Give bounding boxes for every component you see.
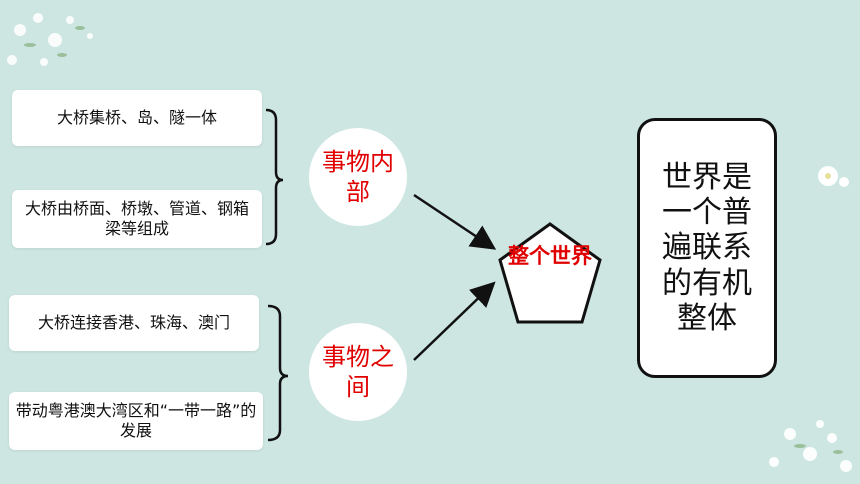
box-internal-1: 大桥集桥、岛、隧一体: [12, 90, 262, 146]
circle-between: 事物之间: [309, 323, 407, 421]
brace-bottom: [267, 304, 289, 442]
conclusion-text: 世界是一个普遍联系的有机整体: [662, 160, 752, 336]
circle-between-label: 事物之间: [322, 343, 394, 401]
box-between-1: 大桥连接香港、珠海、澳门: [9, 295, 259, 351]
center-pentagon: [498, 222, 602, 324]
flower-decoration-bottom-right: [769, 420, 852, 472]
box-internal-2: 大桥由桥面、桥墩、管道、钢箱梁等组成: [12, 190, 262, 248]
circle-internal: 事物内部: [309, 128, 407, 226]
arrow-between-to-center: [413, 281, 496, 361]
circle-internal-label: 事物内部: [322, 148, 394, 206]
center-label: 整个世界: [508, 244, 592, 268]
flower-decoration-right: [818, 166, 849, 187]
box-between-2: 带动粤港澳大湾区和“一带一路”的发展: [9, 392, 263, 450]
arrow-internal-to-center: [413, 193, 497, 250]
conclusion-box: 世界是一个普遍联系的有机整体: [637, 118, 777, 378]
brace-top: [265, 108, 284, 246]
flower-decoration-top-left: [7, 13, 93, 66]
